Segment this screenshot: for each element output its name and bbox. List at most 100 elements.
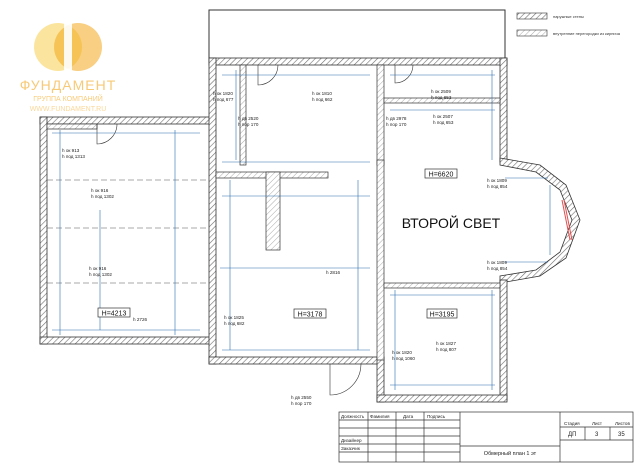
title-block-frame bbox=[338, 411, 634, 463]
floor-lines bbox=[47, 179, 209, 284]
opening-label: h дв 2550 bbox=[291, 395, 312, 400]
room-height-hall: H=3178 bbox=[298, 312, 323, 319]
room-height-left-wing: H=4213 bbox=[102, 311, 127, 318]
room-height-living: H=6620 bbox=[429, 172, 454, 179]
tb-header-surname: Фамилия bbox=[370, 414, 390, 419]
opening-label: h дв 2978 bbox=[386, 116, 407, 121]
legend: наружные стены внутренние перегородки из… bbox=[516, 12, 621, 37]
opening-labels: h ок 1820 h под 677 h ок 1810 h под 662 … bbox=[62, 89, 508, 406]
opening-label: h под 662 bbox=[312, 97, 333, 102]
bay-window-glass bbox=[561, 199, 571, 241]
room-height-box bbox=[97, 307, 131, 318]
opening-label: h ок 916 bbox=[91, 188, 109, 193]
opening-label: h дв 2520 bbox=[238, 116, 259, 121]
legend-label-interior: внутренние перегородки из кирпича bbox=[553, 31, 621, 36]
wall-left-outer bbox=[39, 116, 48, 345]
opening-label: h под 653 bbox=[433, 120, 454, 125]
room-height-box bbox=[424, 168, 458, 179]
wall-right-upper bbox=[499, 57, 508, 163]
room-height-lower-right: H=3195 bbox=[430, 312, 455, 319]
opening-label: h ок 1809 bbox=[487, 260, 507, 265]
wall-main-top bbox=[208, 57, 508, 66]
wall-main-left bbox=[208, 57, 217, 365]
logo-site-text: WWW.FUNDAMENT.RU bbox=[30, 106, 107, 113]
opening-label: h под 1313 bbox=[62, 154, 85, 159]
opening-label: h ок 913 bbox=[62, 148, 80, 153]
tb-header-date: Дата bbox=[403, 414, 414, 419]
tb-drawing-title: Обмерный план 1 эт bbox=[484, 450, 537, 457]
wall-left-bottom bbox=[39, 336, 211, 345]
door-left-wing bbox=[96, 123, 118, 145]
dimension-lines bbox=[52, 70, 551, 390]
column-block bbox=[265, 171, 281, 251]
doors bbox=[96, 64, 414, 396]
misc-label: h 2726 bbox=[133, 317, 147, 322]
opening-label: h под 1302 bbox=[89, 272, 112, 277]
opening-label: h пор 170 bbox=[386, 122, 407, 127]
legend-label-exterior: наружные стены bbox=[553, 14, 584, 19]
legend-swatch-interior bbox=[516, 29, 548, 37]
opening-label: h пор 170 bbox=[238, 122, 259, 127]
opening-label: h под 854 bbox=[487, 266, 508, 271]
company-logo: ФУНДАМЕНТ ГРУППА КОМПАНИЙ WWW.FUNDAMENT.… bbox=[20, 22, 117, 113]
partition-mid-right bbox=[383, 282, 501, 289]
logo-brand-text: ФУНДАМЕНТ bbox=[20, 77, 117, 93]
tb-header-sheet: Лист bbox=[592, 421, 603, 426]
partition-top-right bbox=[383, 97, 501, 104]
tb-header-sheets: Листов bbox=[615, 421, 630, 426]
misc-label: h 2816 bbox=[326, 270, 340, 275]
opening-label: h ок 1810 bbox=[312, 91, 332, 96]
opening-label: h под 807 bbox=[436, 347, 457, 352]
partition-stair-left bbox=[239, 64, 247, 166]
door-top-left bbox=[257, 64, 279, 86]
tb-sheets-value: 35 bbox=[618, 432, 625, 438]
opening-label: h под 682 bbox=[224, 321, 245, 326]
opening-label: h под 1302 bbox=[91, 194, 114, 199]
room-name-second-light: ВТОРОЙ СВЕТ bbox=[402, 214, 501, 231]
exterior-walls bbox=[39, 57, 581, 403]
bay-windows bbox=[561, 199, 573, 241]
logo-circle-right-icon bbox=[54, 23, 102, 71]
opening-label: h ок 1809 bbox=[487, 178, 507, 183]
partition-center-upper bbox=[376, 64, 385, 166]
tb-role-customer: Заказчик bbox=[341, 446, 361, 451]
title-block bbox=[338, 411, 634, 463]
opening-label: h под 854 bbox=[487, 184, 508, 189]
wall-main-bottom-left bbox=[208, 356, 385, 365]
wall-left-top bbox=[39, 116, 211, 125]
opening-label: h под 653 bbox=[431, 95, 452, 100]
room-height-box bbox=[426, 308, 458, 319]
opening-label: h ок 1825 bbox=[224, 315, 244, 320]
partition-left-corner bbox=[46, 123, 98, 130]
opening-label: h ок 1820 bbox=[213, 91, 233, 96]
partition-center-lower bbox=[376, 159, 385, 361]
tb-role-designer: Дизайнер bbox=[341, 437, 362, 443]
door-top-right bbox=[394, 64, 414, 84]
opening-label: h ок 916 bbox=[89, 266, 107, 271]
tb-stage-value: ДП bbox=[568, 432, 576, 438]
room-labels: H=6620 H=3195 H=4213 H=3178 ВТОРОЙ СВЕТ bbox=[97, 168, 501, 319]
opening-label: h под 677 bbox=[213, 97, 234, 102]
legend-swatch-exterior bbox=[516, 12, 548, 20]
bay-window-glass-2 bbox=[563, 199, 573, 241]
room-height-box bbox=[293, 308, 327, 319]
title-block-text: Должность Фамилия Дата Подпись Дизайнер … bbox=[341, 414, 630, 457]
wall-main-bottom-right bbox=[376, 394, 508, 403]
opening-label: h ок 1827 bbox=[436, 341, 456, 346]
logo-group-text: ГРУППА КОМПАНИЙ bbox=[33, 94, 103, 103]
opening-label: h ок 1820 bbox=[392, 350, 412, 355]
door-entrance bbox=[329, 363, 362, 396]
tb-sheet-value: 3 bbox=[595, 432, 599, 438]
interior-walls bbox=[46, 64, 501, 361]
opening-label: h под 1060 bbox=[392, 356, 415, 361]
tb-header-position: Должность bbox=[341, 414, 365, 419]
opening-label: h ок 2509 bbox=[431, 89, 451, 94]
opening-label: h ок 2507 bbox=[433, 114, 453, 119]
upper-volume-outline bbox=[208, 9, 506, 63]
wall-right-lower bbox=[499, 279, 508, 401]
opening-label: h пор 170 bbox=[291, 401, 312, 406]
logo-stem-icon bbox=[64, 22, 72, 72]
tb-header-stage: Стадия bbox=[564, 421, 580, 426]
